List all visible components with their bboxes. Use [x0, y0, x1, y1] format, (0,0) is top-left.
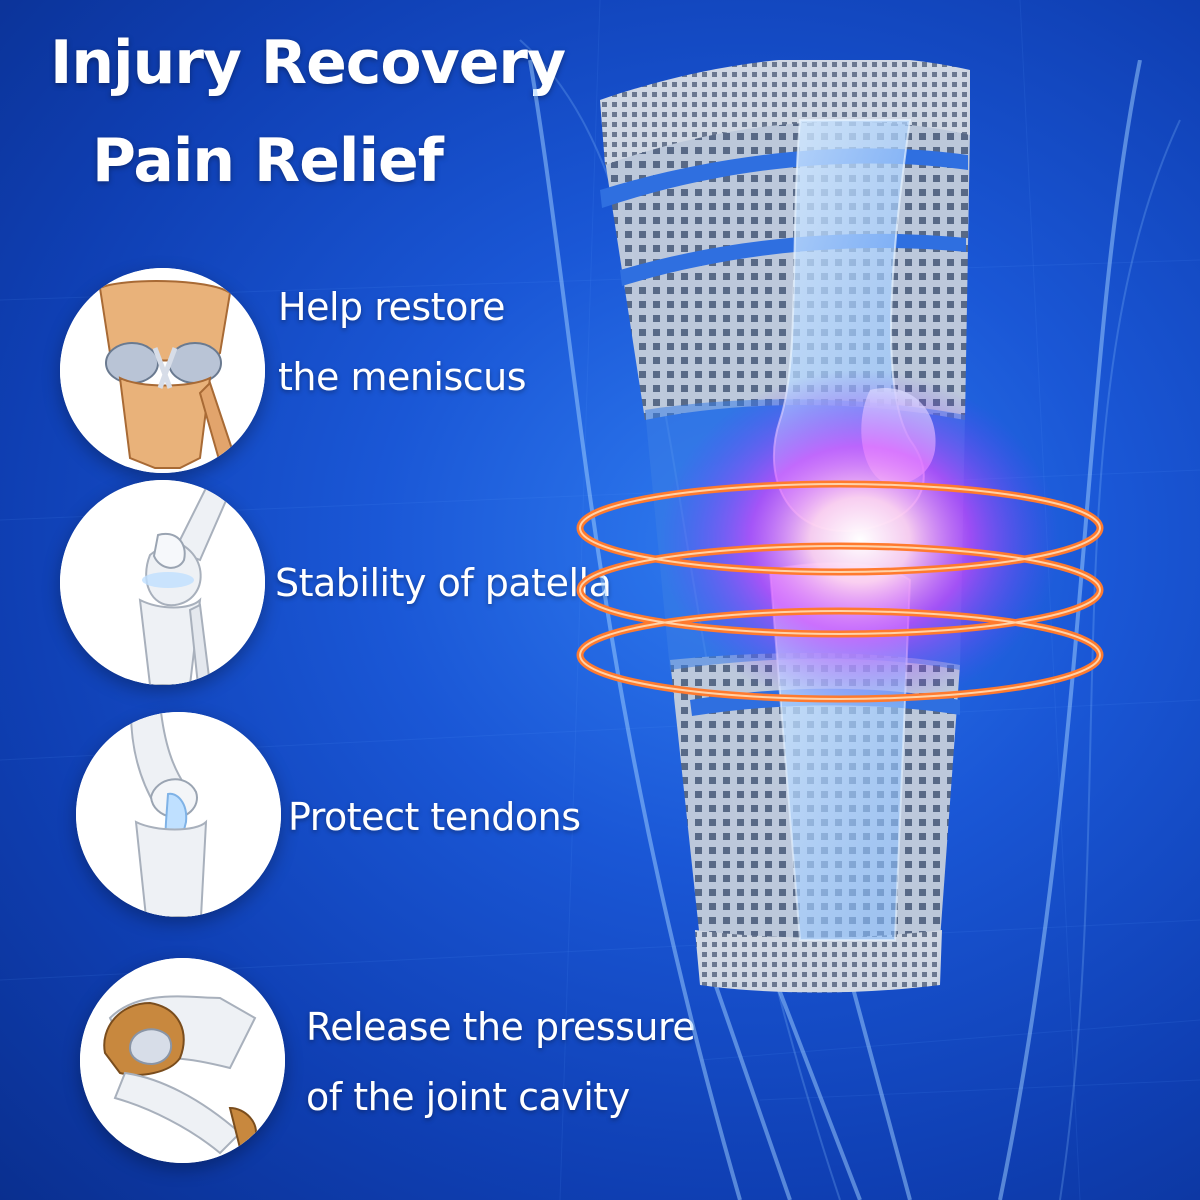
meniscus-illustration-icon [60, 268, 265, 473]
headline-pain-relief: Pain Relief [92, 126, 444, 196]
headline-injury-recovery: Injury Recovery [50, 28, 566, 98]
joint-cavity-illustration-icon [80, 958, 285, 1163]
patella-illustration-icon [60, 480, 265, 685]
feature-patella-line1: Stability of patella [275, 561, 612, 605]
feature-meniscus-line2: the meniscus [278, 355, 527, 399]
feature-tendons-line1: Protect tendons [288, 795, 581, 839]
feature-text-patella: Stability of patella [275, 548, 612, 618]
tendon-illustration-icon [76, 712, 281, 917]
feature-meniscus-line1: Help restore [278, 285, 506, 329]
knee-sleeve-product-image [528, 60, 1142, 1200]
feature-joint-cavity-line1: Release the pressure [306, 1005, 696, 1049]
feature-text-meniscus: Help restore the meniscus [278, 272, 527, 412]
feature-text-tendons: Protect tendons [288, 782, 581, 852]
feature-joint-cavity-line2: of the joint cavity [306, 1075, 630, 1119]
feature-text-joint-cavity: Release the pressure of the joint cavity [306, 992, 696, 1132]
